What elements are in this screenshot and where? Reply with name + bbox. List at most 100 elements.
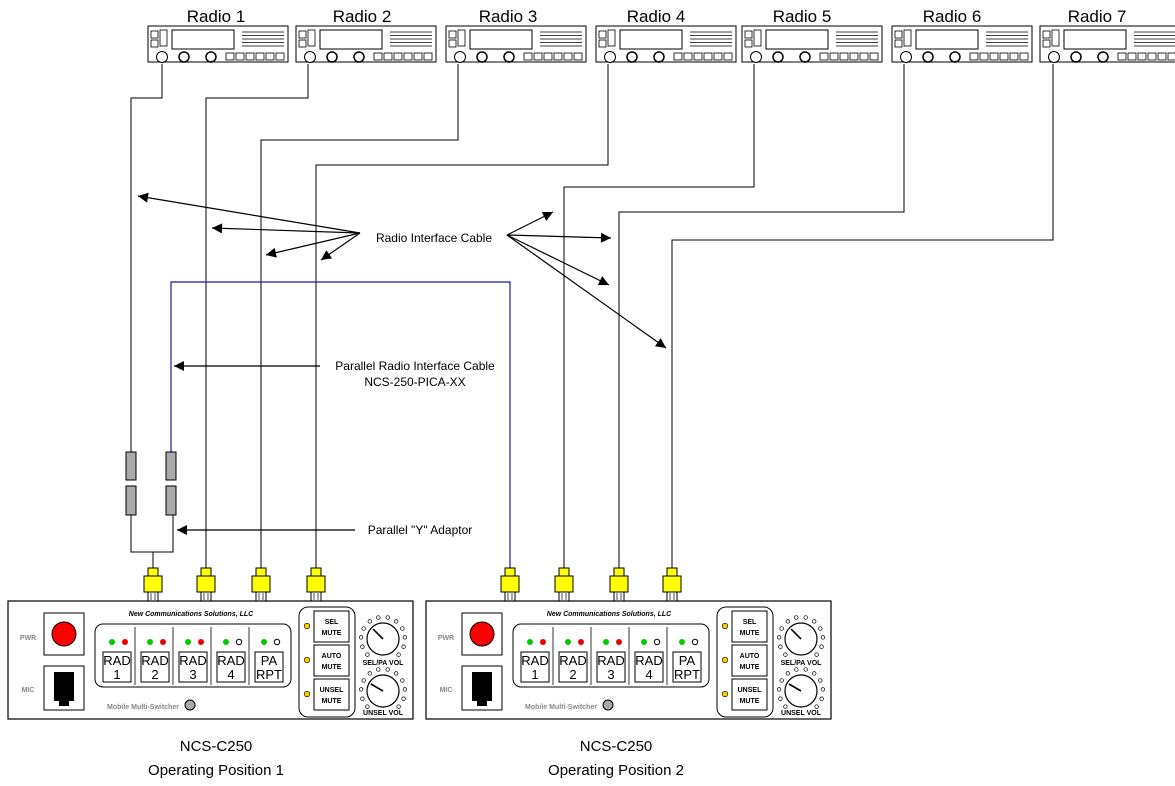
channel-button-face[interactable] (254, 651, 284, 683)
radio-button (150, 30, 159, 39)
mic-jack-icon (54, 672, 74, 706)
channel-button-number: 2 (151, 667, 158, 682)
rj-connector (554, 567, 574, 602)
arrow (265, 232, 361, 258)
radio-knob (205, 51, 217, 63)
channel-button-label: RAD (559, 653, 586, 668)
radio-button (150, 39, 159, 48)
arrow (211, 223, 361, 234)
arrow (506, 211, 554, 236)
radio-6-label: Radio 6 (923, 7, 982, 26)
radio-key (869, 52, 879, 61)
radio-labels: Radio 1 Radio 2 Radio 3 Radio 4 Radio 5 … (187, 7, 1127, 26)
radio-units (147, 25, 1175, 63)
radio-button (1042, 39, 1051, 48)
mute-button-label: SEL (743, 619, 757, 626)
mute-button-label: AUTO (322, 653, 342, 660)
radio-key (979, 52, 989, 61)
cable-radio-5 (563, 64, 755, 568)
mute-button-face[interactable] (731, 678, 768, 711)
unsel-volume-knob[interactable] (776, 667, 826, 709)
knob-tick (778, 644, 783, 649)
radio-1-label: Radio 1 (187, 7, 246, 26)
channel-button-number: 4 (227, 667, 234, 682)
radio-button (744, 39, 753, 48)
channel-button-face[interactable] (596, 651, 626, 683)
connector-tip (310, 591, 322, 602)
radio-unit-icon (595, 25, 737, 63)
unsel-volume-knob[interactable] (358, 667, 408, 709)
connector-body (609, 575, 629, 593)
channel-button-number: RPT (674, 667, 700, 682)
parallel-cable-part-number: NCS-250-PICA-XX (364, 375, 465, 389)
connector-boot (504, 567, 516, 577)
unit-1-model: NCS-C250 (180, 738, 253, 755)
rj-connector (306, 567, 326, 602)
knob-tick (367, 619, 372, 624)
mute-button-face[interactable] (731, 644, 768, 677)
radio-key (999, 52, 1009, 61)
radio-unit-icon (295, 25, 437, 63)
radio-key (235, 52, 245, 61)
mute-button-face[interactable] (313, 610, 350, 643)
channel-button-face[interactable] (634, 651, 664, 683)
mic-label: MIC (440, 687, 453, 694)
radio-jack (604, 51, 616, 63)
mute-button-face[interactable] (313, 644, 350, 677)
connector-boot (147, 567, 159, 577)
radio-key (1167, 52, 1175, 61)
radio-key (553, 52, 563, 61)
channel-button-face[interactable] (178, 651, 208, 683)
channel-button-number: 4 (645, 667, 652, 682)
channel-button-face[interactable] (520, 651, 550, 683)
radio-display (765, 29, 829, 50)
mute-button-face[interactable] (313, 678, 350, 711)
arrow (137, 192, 361, 234)
knob-tick (779, 678, 784, 683)
mute-button-3[interactable]: UNSEL MUTE (731, 678, 768, 711)
mute-button-face[interactable] (731, 610, 768, 643)
power-button[interactable] (51, 621, 77, 647)
mute-button-1[interactable]: SEL MUTE (731, 610, 768, 643)
knob-tick (361, 678, 366, 683)
mute-button-label: UNSEL (738, 687, 762, 694)
channel-button-face[interactable] (672, 651, 702, 683)
power-button[interactable] (469, 621, 495, 647)
knob-tick (778, 696, 783, 701)
status-led (641, 639, 647, 645)
radio-key (703, 52, 713, 61)
radio-knob (503, 51, 515, 63)
channel-button-face[interactable] (558, 651, 588, 683)
knob-tick (818, 626, 823, 631)
channel-button-number: 1 (113, 667, 120, 682)
knob-tick (776, 635, 782, 640)
mute-button-label: MUTE (740, 630, 760, 637)
channel-button-face[interactable] (140, 651, 170, 683)
connector-tip (558, 591, 570, 602)
channel-button-label: PA (261, 653, 278, 668)
connectors (143, 567, 682, 602)
sel-pa-volume-knob[interactable] (358, 615, 408, 657)
mute-led (303, 690, 311, 698)
mute-button-label: MUTE (740, 698, 760, 705)
connector-boot (613, 567, 625, 577)
channel-button-face[interactable] (216, 651, 246, 683)
radio-key (423, 52, 433, 61)
brand-label: New Communications Solutions, LLC (547, 611, 672, 618)
channel-button-face[interactable] (102, 651, 132, 683)
sel-pa-volume-knob[interactable] (776, 615, 826, 657)
